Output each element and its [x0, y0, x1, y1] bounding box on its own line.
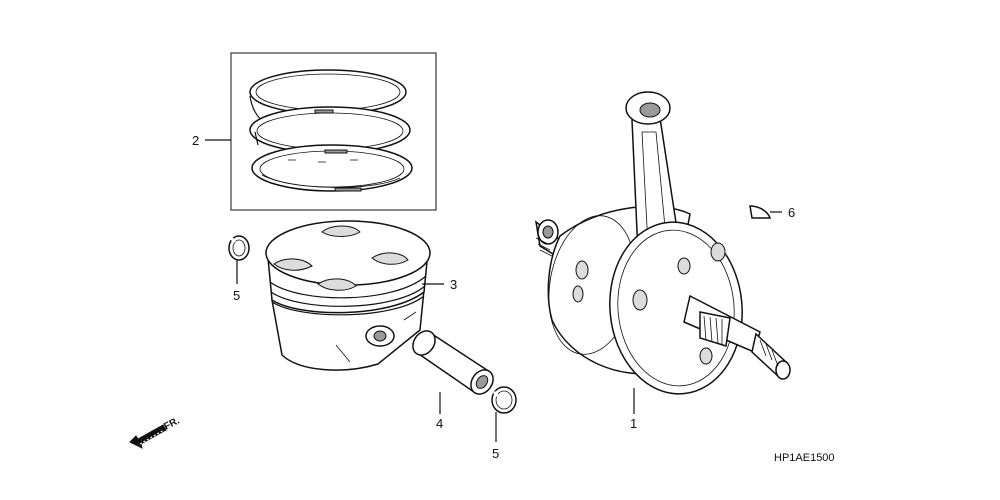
callout-clip-right: 5 — [492, 446, 499, 461]
diagram-code: HP1AE1500 — [774, 452, 835, 464]
ring-set-frame — [230, 52, 437, 211]
callout-piston-pin: 4 — [436, 416, 443, 431]
piston-ring-set — [230, 52, 437, 211]
callout-clip-left: 5 — [233, 288, 240, 303]
callout-crankshaft: 1 — [630, 416, 637, 431]
piston-pin — [412, 330, 494, 395]
callout-piston: 3 — [450, 277, 457, 292]
front-indicator-label: FR. — [162, 415, 182, 432]
front-arrow-icon: FR. — [129, 415, 182, 449]
callout-piston-ring-set: 2 — [192, 133, 199, 148]
crankshaft — [534, 91, 791, 395]
woodruff-key — [749, 205, 772, 219]
piston-pin-clip-right — [491, 386, 517, 414]
piston — [265, 220, 431, 371]
callout-woodruff-key: 6 — [788, 205, 795, 220]
piston-pin-clip-left — [228, 235, 250, 261]
